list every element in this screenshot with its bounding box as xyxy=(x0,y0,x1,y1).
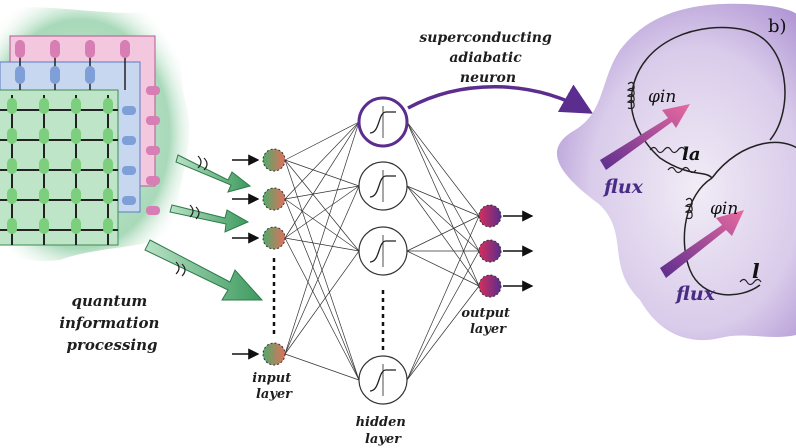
qubit xyxy=(50,40,60,58)
qubit xyxy=(71,158,81,174)
qubit xyxy=(7,218,17,234)
neuron-label-line3: neuron xyxy=(460,70,516,86)
qubit xyxy=(146,176,160,185)
output-layer-label-line2: layer xyxy=(470,322,507,337)
hidden-layer-label-line2: layer xyxy=(365,432,402,447)
qubit xyxy=(71,218,81,234)
qubit xyxy=(85,40,95,58)
qubit xyxy=(71,98,81,114)
qubit xyxy=(146,146,160,155)
qubit xyxy=(122,166,136,175)
qubit xyxy=(39,158,49,174)
hidden-layer-nodes xyxy=(357,96,409,405)
qubit xyxy=(122,136,136,145)
output-layer-label-line1: output xyxy=(461,306,510,321)
hidden-node xyxy=(358,226,408,276)
qubit xyxy=(103,128,113,144)
qubit xyxy=(146,206,160,215)
qubit xyxy=(146,116,160,125)
qubit xyxy=(15,40,25,58)
flux-arrow-top xyxy=(600,104,690,170)
output-arrows xyxy=(503,210,534,292)
output-node xyxy=(478,274,502,298)
input-layer-label-line1: input xyxy=(252,371,291,386)
input-layer-nodes xyxy=(262,148,286,366)
qubit xyxy=(71,128,81,144)
neuron-zoom-arrow xyxy=(407,84,594,114)
input-arrows xyxy=(232,154,260,360)
input-layer-label-line2: layer xyxy=(256,387,293,402)
qubit xyxy=(85,66,95,84)
qubit xyxy=(7,98,17,114)
qip-label-line1: quantum xyxy=(72,292,148,310)
qubit xyxy=(120,40,130,58)
qubit-lattice-chip xyxy=(0,7,190,261)
qubit xyxy=(103,158,113,174)
qubit xyxy=(39,188,49,204)
output-node xyxy=(478,239,502,263)
qip-label-line2: information xyxy=(59,314,159,332)
neuron-circuit-panel: b) flux flux φin φin la l xyxy=(557,3,796,341)
inductance-la-label: la xyxy=(682,144,701,165)
qubit xyxy=(146,86,160,95)
qubit xyxy=(15,66,25,84)
qubit xyxy=(122,196,136,205)
qubit xyxy=(7,128,17,144)
hidden-node xyxy=(358,355,408,405)
network-connections xyxy=(284,121,480,381)
qubit xyxy=(71,188,81,204)
hidden-node xyxy=(358,161,408,211)
qubit xyxy=(103,188,113,204)
input-node xyxy=(262,226,286,250)
output-layer-nodes xyxy=(478,204,502,298)
svg-text:input layer: input layer xyxy=(252,371,295,402)
hidden-layer-label-line1: hidden xyxy=(356,415,406,430)
panel-label: b) xyxy=(768,16,787,37)
flux-arrow-bottom xyxy=(660,210,744,278)
neuron-label-line1: superconducting xyxy=(419,30,552,46)
flux-label-top: flux xyxy=(602,176,644,198)
input-node xyxy=(262,187,286,211)
svg-text:superconducting adiabatic: superconducting adiabatic neuron xyxy=(419,30,556,86)
svg-text:output layer: output layer xyxy=(461,306,514,337)
phi-in-label-top: φin xyxy=(648,87,676,107)
qubit xyxy=(39,128,49,144)
neuron-label-line2: adiabatic xyxy=(449,50,522,66)
qubit xyxy=(122,106,136,115)
svg-text:hidden layer: hidden layer xyxy=(356,415,411,447)
qubit xyxy=(103,218,113,234)
output-node xyxy=(478,204,502,228)
qip-label-line3: processing xyxy=(66,336,157,354)
inductance-l-label: l xyxy=(752,259,760,283)
qubit xyxy=(7,158,17,174)
qubit xyxy=(39,218,49,234)
qubit xyxy=(39,98,49,114)
svg-text:quantum information pr: quantum information processing xyxy=(59,292,164,354)
qubit xyxy=(103,98,113,114)
qubit xyxy=(7,188,17,204)
input-node xyxy=(262,148,286,172)
qip-arrows xyxy=(144,154,264,301)
phi-in-label-bottom: φin xyxy=(710,199,738,219)
qubit xyxy=(50,66,60,84)
input-node xyxy=(262,342,286,366)
flux-label-bottom: flux xyxy=(674,283,716,305)
hidden-node-highlighted xyxy=(357,96,409,148)
